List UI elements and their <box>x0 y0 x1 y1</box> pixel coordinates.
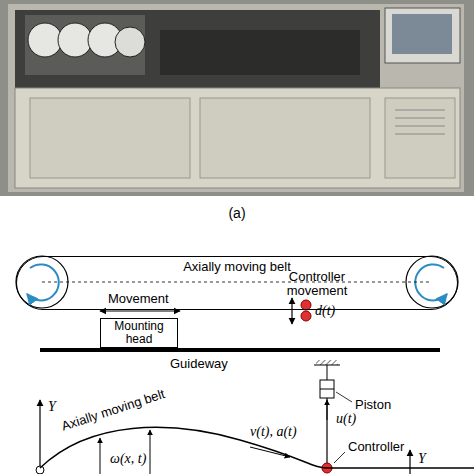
signal-name: v(t), a(t) <box>250 425 297 439</box>
part-name: Controller movement <box>282 270 352 298</box>
part-name: Piston <box>355 398 391 412</box>
panel-label: (a) <box>228 206 245 220</box>
node-text: Axially moving belt <box>183 260 291 273</box>
machine-photo <box>0 0 474 196</box>
signal-name: ω(x, t) <box>110 452 146 466</box>
signal-name: d(t) <box>315 304 335 318</box>
part-name: Guideway <box>170 357 228 371</box>
axis-label: Y <box>48 400 56 414</box>
part-name: Controller <box>348 440 404 454</box>
mounting-head-box: Mounting head <box>100 318 178 348</box>
axis-label: Y <box>418 452 426 466</box>
belt-loop: Axially moving belt <box>16 256 458 310</box>
signal-name: u(t) <box>336 412 356 426</box>
motion-label: Movement <box>108 292 169 306</box>
node-text: Mounting head <box>109 320 169 346</box>
